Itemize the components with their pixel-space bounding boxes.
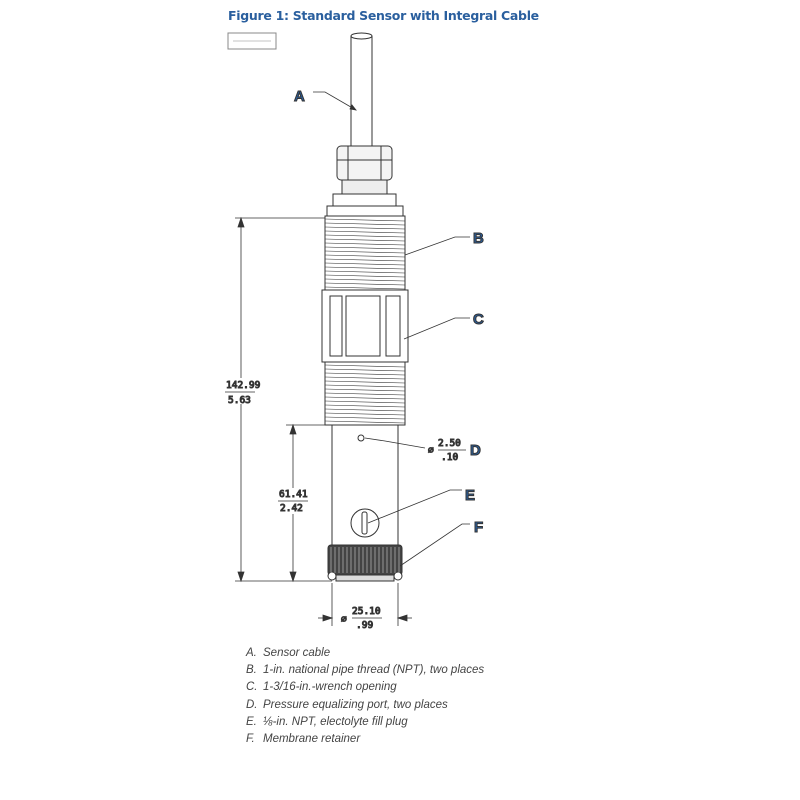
legend-item: D.Pressure equalizing port, two places	[246, 698, 448, 711]
body-dia-symbol: ⌀	[341, 614, 347, 625]
thread-line	[324, 270, 406, 274]
legend: A.Sensor cable B.1-in. national pipe thr…	[246, 645, 484, 748]
thread-line	[324, 274, 406, 278]
callout-e: E	[465, 487, 475, 504]
membrane-retainer	[327, 544, 403, 582]
thread-line	[324, 286, 406, 290]
thread-line	[324, 368, 406, 372]
lower-thread	[324, 361, 406, 426]
upper-thread	[324, 215, 406, 291]
leader-lines	[313, 91, 470, 567]
thread-line	[324, 218, 406, 222]
thread-line	[324, 372, 406, 376]
legend-item: A.Sensor cable	[246, 647, 331, 659]
callout-d: D	[470, 442, 481, 459]
fill-plug	[350, 508, 380, 538]
thread-line	[324, 250, 406, 254]
thread-line	[324, 242, 406, 246]
thread-line	[324, 266, 406, 270]
legend-item: B.1-in. national pipe thread (NPT), two …	[246, 664, 485, 677]
thread-line	[324, 404, 406, 408]
figure-title: Figure 1: Standard Sensor with Integral …	[228, 8, 539, 23]
thread-line	[324, 396, 406, 400]
thread-line	[324, 380, 406, 384]
thread-line	[324, 226, 406, 230]
thread-line	[324, 254, 406, 258]
thread-line	[324, 282, 406, 286]
thread-line	[324, 416, 406, 420]
thread-line	[324, 420, 406, 424]
cable-gland	[326, 145, 404, 217]
callout-c: C	[473, 311, 484, 328]
wrench-opening	[321, 289, 409, 363]
thread-line	[324, 230, 406, 234]
thread-line	[324, 246, 406, 250]
lower-length-mm: 61.41	[279, 489, 308, 500]
thread-line	[324, 392, 406, 396]
legend-item: C.1-3/16-in.-wrench opening	[246, 681, 397, 694]
thread-line	[324, 258, 406, 262]
thread-line	[324, 400, 406, 404]
equalizing-port	[357, 434, 365, 442]
dimension-lines	[225, 216, 466, 626]
thread-line	[324, 388, 406, 392]
callout-a: A	[294, 88, 305, 105]
thread-line	[324, 384, 406, 388]
legend-item: E.⅛-in. NPT, electolyte fill plug	[246, 715, 408, 728]
units-key-box	[227, 32, 277, 50]
sensor-body	[331, 424, 399, 546]
thread-line	[324, 364, 406, 368]
thread-line	[324, 376, 406, 380]
port-dia-symbol: ⌀	[428, 445, 434, 456]
thread-line	[324, 262, 406, 266]
legend-item: F.Membrane retainer	[246, 733, 361, 746]
overall-length-in: 5.63	[228, 395, 251, 406]
thread-line	[324, 412, 406, 416]
thread-line	[324, 278, 406, 282]
thread-line	[324, 408, 406, 412]
lower-length-in: 2.42	[280, 503, 303, 514]
port-dia-mm: 2.50	[438, 438, 461, 449]
callout-f: F	[474, 519, 483, 536]
overall-length-mm: 142.99	[226, 380, 261, 391]
body-dia-in: .99	[356, 620, 373, 631]
thread-line	[324, 222, 406, 226]
body-dia-mm: 25.10	[352, 606, 381, 617]
thread-line	[324, 234, 406, 238]
thread-line	[324, 238, 406, 242]
callout-b: B	[473, 230, 484, 247]
sensor-cable	[350, 32, 373, 146]
port-dia-in: .10	[441, 452, 458, 463]
